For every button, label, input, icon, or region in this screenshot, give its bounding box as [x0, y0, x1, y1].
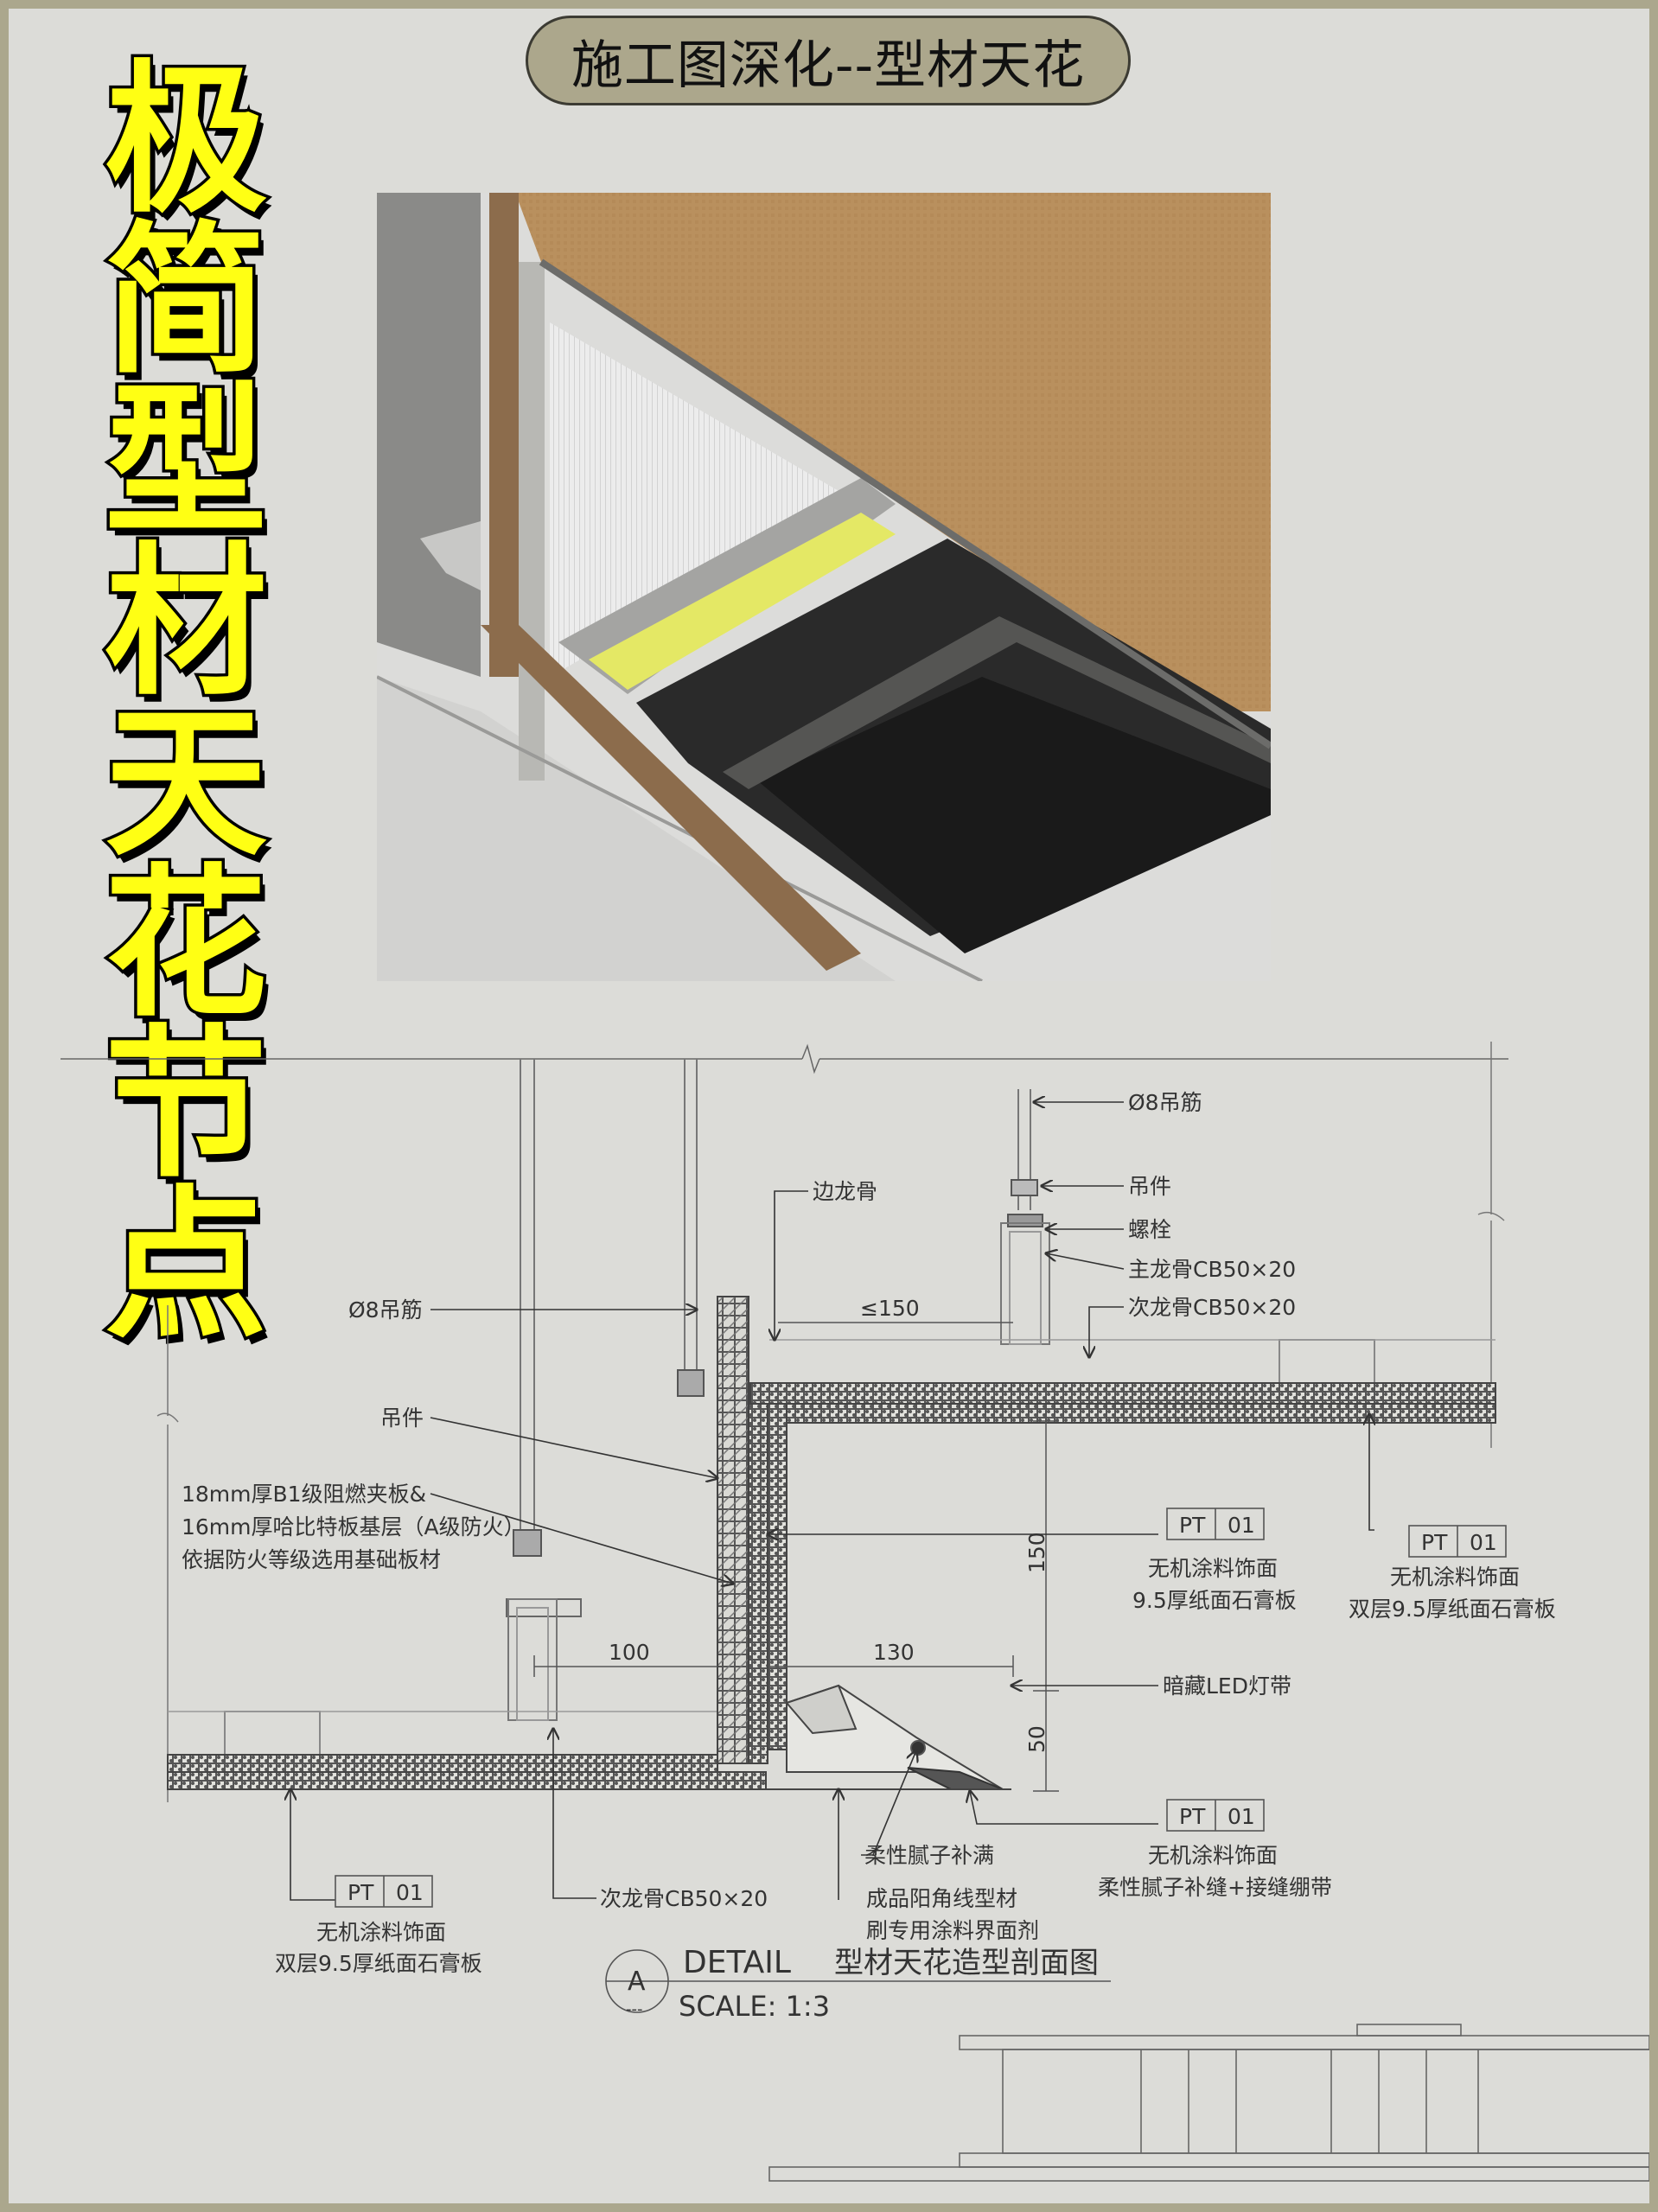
detail-scale: SCALE: 1:3 [679, 1990, 830, 2023]
label-main-keel: 主龙骨CB50×20 [1128, 1257, 1296, 1282]
detail-name: 型材天花造型剖面图 [834, 1946, 1099, 1980]
tag-bottom-left-code: PT [348, 1880, 374, 1905]
tag-bottom-mid-line1: 无机涂料饰面 [1148, 1843, 1278, 1868]
tag-bottom-left-line1: 无机涂料饰面 [316, 1920, 446, 1945]
tag-right-code: PT [1421, 1530, 1448, 1555]
dim-150: 150 [1024, 1532, 1049, 1573]
poster-page: 施工图深化--型材天花 极 简 型 材 天 花 节 点 [9, 9, 1649, 2203]
side-title-char: 天 [102, 689, 271, 878]
label-hanger-left: 吊件 [380, 1406, 424, 1431]
label-corner-profile-2: 刷专用涂料界面剂 [866, 1918, 1039, 1943]
label-sub-keel-right: 次龙骨CB50×20 [1128, 1295, 1296, 1320]
detail-word: DETAIL [683, 1945, 791, 1980]
label-putty-fill: 柔性腻子补满 [864, 1843, 994, 1868]
tag-mid-code: PT [1179, 1513, 1206, 1538]
tag-bottom-mid-num: 01 [1228, 1804, 1255, 1829]
ceiling-section-drawing: Ø8吊筋 吊件 螺栓 主龙骨CB50×20 次龙骨CB50×20 边龙骨 ≤15… [61, 1042, 1649, 2182]
dim-130: 130 [873, 1640, 915, 1665]
tag-right-num: 01 [1470, 1530, 1497, 1555]
side-title-char: 极 [102, 46, 271, 235]
label-hanger-right: 吊件 [1128, 1174, 1171, 1199]
detail-sub: --- [626, 2000, 643, 2018]
side-title-char: 简 [102, 207, 271, 396]
tag-mid-line1: 无机涂料饰面 [1148, 1556, 1278, 1581]
side-title-char: 材 [102, 528, 271, 717]
label-rod-right: Ø8吊筋 [1128, 1090, 1202, 1115]
label-substrate-2: 16mm厚哈比特板基层（A级防火） [182, 1514, 526, 1539]
header-title: 施工图深化--型材天花 [526, 16, 1131, 105]
tag-right-line1: 无机涂料饰面 [1390, 1565, 1520, 1590]
tag-bottom-left-num: 01 [396, 1880, 424, 1905]
ceiling-3d-render [377, 193, 1271, 981]
tag-mid-line2: 9.5厚纸面石膏板 [1132, 1588, 1297, 1613]
side-title-char: 节 [102, 1010, 271, 1200]
side-vertical-title: 极 简 型 材 天 花 节 点 [86, 46, 285, 1361]
dim-100: 100 [609, 1640, 650, 1665]
label-spacing: ≤150 [860, 1296, 920, 1321]
tag-right-line2: 双层9.5厚纸面石膏板 [1349, 1597, 1556, 1622]
detail-letter: A [628, 1967, 646, 1997]
side-title-char: 点 [102, 1171, 271, 1361]
label-substrate-1: 18mm厚B1级阻燃夹板& [182, 1482, 426, 1507]
tag-bottom-left-line2: 双层9.5厚纸面石膏板 [275, 1951, 482, 1976]
tag-bottom-mid-code: PT [1179, 1804, 1206, 1829]
label-led-strip: 暗藏LED灯带 [1163, 1673, 1291, 1699]
label-substrate-3: 依据防火等级选用基础板材 [182, 1547, 441, 1572]
side-title-char: 型 [102, 367, 271, 557]
tag-mid-num: 01 [1228, 1513, 1255, 1538]
side-title-char: 花 [102, 850, 271, 1039]
label-edge-keel: 边龙骨 [813, 1179, 877, 1204]
label-bolt: 螺栓 [1128, 1217, 1171, 1242]
label-sub-keel-bottom: 次龙骨CB50×20 [600, 1886, 768, 1911]
label-rod-left: Ø8吊筋 [348, 1297, 423, 1323]
dim-50: 50 [1024, 1725, 1049, 1753]
label-corner-profile-1: 成品阳角线型材 [866, 1886, 1017, 1911]
tag-bottom-mid-line2: 柔性腻子补缝+接缝绷带 [1098, 1875, 1332, 1900]
